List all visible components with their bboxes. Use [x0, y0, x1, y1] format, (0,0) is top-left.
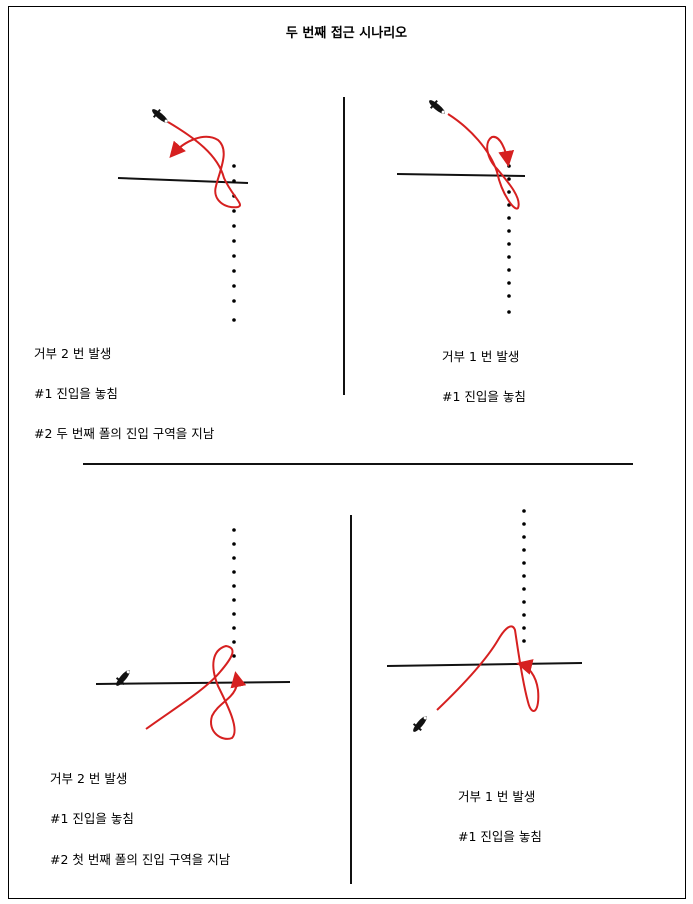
approach-line [117, 177, 249, 184]
panel-bottom-right-line-1: 거부 1 번 발생 [458, 789, 536, 804]
panel-bottom-right [386, 509, 583, 732]
approach-line [95, 681, 291, 685]
panel-top-right [396, 99, 526, 314]
pole-dots [522, 509, 526, 643]
aircraft-icon [115, 670, 130, 686]
aircraft-icon [412, 716, 427, 732]
flight-path [167, 121, 241, 209]
panel-top-right-line-2: #1 진입을 놓침 [442, 389, 526, 404]
panel-bottom-left [95, 528, 291, 740]
pole-dots [507, 164, 511, 314]
aircraft-icon [429, 99, 445, 114]
panel-top-left-line-3: #2 두 번째 폴의 진입 구역을 지남 [34, 426, 215, 441]
panel-bottom-right-line-2: #1 진입을 놓침 [458, 829, 542, 844]
aircraft-icon [152, 108, 168, 123]
approach-line [396, 173, 526, 177]
pole-dots [232, 528, 236, 658]
panel-top-left [117, 108, 249, 322]
flight-path [145, 644, 247, 740]
flight-path [447, 113, 520, 210]
panel-bottom-left-line-1: 거부 2 번 발생 [50, 771, 128, 786]
panel-top-right-line-1: 거부 1 번 발생 [442, 349, 520, 364]
panel-bottom-left-line-3: #2 첫 번째 폴의 진입 구역을 지남 [50, 852, 231, 867]
approach-line [386, 662, 583, 667]
panel-bottom-left-line-2: #1 진입을 놓침 [50, 811, 134, 826]
flight-path [436, 625, 540, 713]
panel-top-left-line-2: #1 진입을 놓침 [34, 386, 118, 401]
pole-dots [232, 164, 236, 322]
panel-top-left-line-1: 거부 2 번 발생 [34, 346, 112, 361]
figure-title: 두 번째 접근 시나리오 [285, 26, 408, 41]
figure-frame [8, 6, 686, 899]
